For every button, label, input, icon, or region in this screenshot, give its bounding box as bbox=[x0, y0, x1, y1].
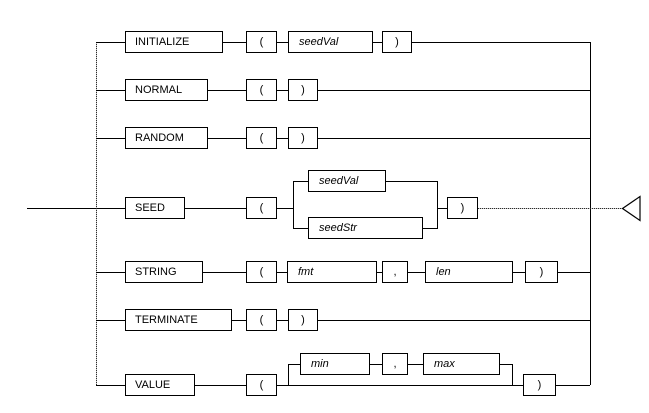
branch-rail-right bbox=[590, 42, 591, 385]
keyword-box-value: VALUE bbox=[125, 374, 195, 396]
open-paren-box: ( bbox=[246, 197, 277, 219]
option-down-line bbox=[512, 364, 513, 385]
connector-line bbox=[277, 138, 288, 139]
param-box-max: max bbox=[423, 353, 500, 375]
connector-line bbox=[195, 385, 246, 386]
keyword-box-normal: NORMAL bbox=[125, 79, 208, 101]
connector-line bbox=[288, 364, 300, 365]
connector-line bbox=[556, 385, 590, 386]
close-paren-box: ) bbox=[288, 79, 318, 101]
main-exit-line bbox=[478, 208, 622, 209]
connector-line bbox=[96, 320, 125, 321]
connector-line bbox=[96, 138, 125, 139]
connector-line bbox=[558, 272, 590, 273]
comma-box: , bbox=[382, 261, 408, 283]
connector-line bbox=[96, 272, 125, 273]
connector-line bbox=[437, 208, 447, 209]
param-box-len: len bbox=[425, 261, 513, 283]
connector-line bbox=[208, 138, 246, 139]
param-box-seedval-alt: seedVal bbox=[308, 170, 386, 192]
connector-line bbox=[277, 320, 288, 321]
keyword-box-initialize: INITIALIZE bbox=[125, 31, 223, 53]
param-box-min: min bbox=[300, 353, 370, 375]
open-paren-box: ( bbox=[246, 31, 277, 53]
connector-line bbox=[500, 364, 512, 365]
open-paren-box: ( bbox=[246, 309, 277, 331]
connector-line bbox=[423, 228, 437, 229]
connector-line bbox=[386, 181, 437, 182]
branch-rail-left bbox=[96, 42, 97, 385]
param-box-seedstr-alt: seedStr bbox=[308, 217, 423, 239]
close-paren-box: ) bbox=[288, 127, 318, 149]
connector-line bbox=[277, 272, 287, 273]
open-paren-box: ( bbox=[246, 79, 277, 101]
connector-line bbox=[277, 90, 288, 91]
connector-line bbox=[408, 364, 423, 365]
open-paren-box: ( bbox=[246, 261, 277, 283]
connector-line bbox=[408, 272, 425, 273]
connector-line bbox=[377, 272, 382, 273]
connector-line bbox=[208, 90, 246, 91]
close-paren-box: ) bbox=[447, 197, 478, 219]
comma-box: , bbox=[382, 353, 408, 375]
keyword-box-string: STRING bbox=[125, 261, 203, 283]
connector-line bbox=[318, 138, 590, 139]
close-paren-box: ) bbox=[288, 309, 318, 331]
open-paren-box: ( bbox=[246, 127, 277, 149]
connector-line bbox=[185, 208, 246, 209]
connector-line bbox=[513, 272, 525, 273]
param-box-seedval: seedVal bbox=[288, 31, 373, 53]
entry-line bbox=[27, 208, 125, 209]
keyword-box-terminate: TERMINATE bbox=[125, 309, 232, 331]
option-up-line bbox=[288, 364, 289, 385]
connector-line bbox=[96, 385, 125, 386]
connector-line bbox=[318, 90, 590, 91]
alternative-split-line bbox=[293, 181, 294, 229]
left-triangle-icon bbox=[621, 195, 641, 222]
close-paren-box: ) bbox=[523, 374, 556, 396]
connector-line bbox=[277, 208, 293, 209]
connector-line bbox=[370, 364, 382, 365]
bypass-line bbox=[277, 385, 523, 386]
connector-line bbox=[223, 42, 246, 43]
close-paren-box: ) bbox=[525, 261, 558, 283]
connector-line bbox=[412, 42, 590, 43]
alternative-join-line bbox=[437, 181, 438, 229]
keyword-box-random: RANDOM bbox=[125, 127, 208, 149]
connector-line bbox=[373, 42, 382, 43]
connector-line bbox=[293, 228, 308, 229]
connector-line bbox=[232, 320, 246, 321]
connector-line bbox=[277, 42, 288, 43]
close-paren-box: ) bbox=[382, 31, 412, 53]
connector-line bbox=[203, 272, 246, 273]
connector-line bbox=[293, 181, 308, 182]
connector-line bbox=[318, 320, 590, 321]
open-paren-box: ( bbox=[246, 374, 277, 396]
connector-line bbox=[96, 42, 125, 43]
connector-line bbox=[96, 90, 125, 91]
param-box-fmt: fmt bbox=[287, 261, 377, 283]
keyword-box-seed: SEED bbox=[125, 197, 185, 219]
